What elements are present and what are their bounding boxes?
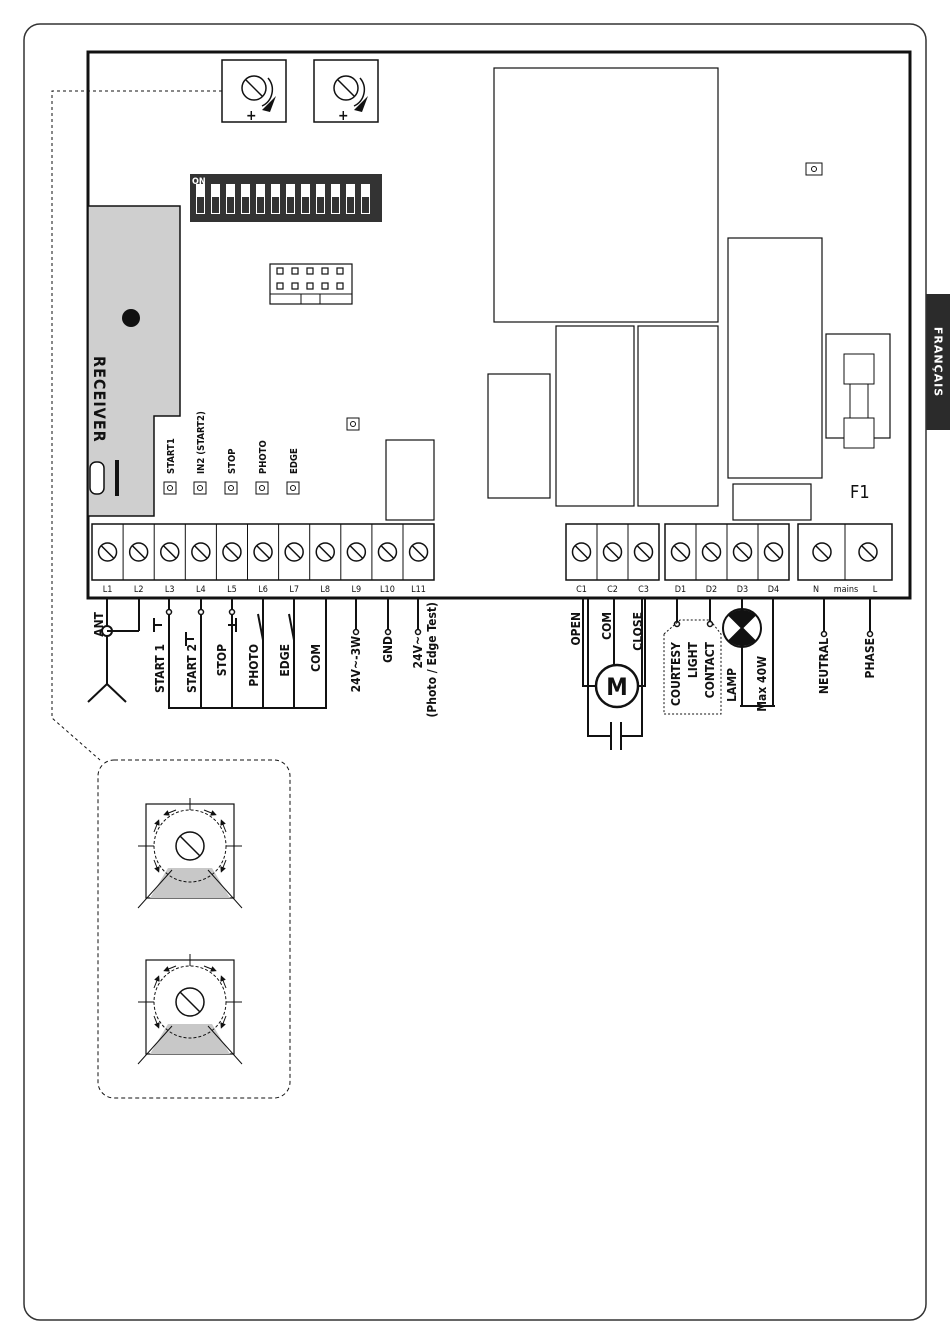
led-label: PHOTO [258,440,269,474]
header-pin [292,283,298,289]
label-max-40w: Max 40W [755,656,769,712]
terminal-id: L6 [258,585,268,595]
led-small-1 [347,418,359,430]
pot-detail-drawings [138,798,242,1064]
svg-text:+: + [246,108,257,124]
terminal-id: N [813,585,819,595]
terminal-id: C3 [638,585,649,595]
receiver-label: RECEIVER [90,356,109,443]
terminal-id: L7 [289,585,299,595]
terminal-id: L1 [103,585,113,595]
terminal-id: C2 [607,585,618,595]
header-pin [307,268,313,274]
terminal-id: L [873,585,878,595]
label-photo: PHOTO [247,644,261,687]
led-label: STOP [227,448,238,474]
label-com-motor: COM [600,612,614,640]
label-open: OPEN [569,612,583,646]
led-label: EDGE [289,448,300,474]
terminal-id: D2 [706,585,717,595]
terminal-id: D4 [768,585,779,595]
led-label: START1 [166,438,177,474]
label-gnd: GND [381,636,395,663]
terminal-id: L5 [227,585,237,595]
mains-wiring [824,598,870,632]
label-photo-edge-test: (Photo / Edge Test) [425,602,439,718]
header-pin [277,283,283,289]
label-edge: EDGE [278,644,292,677]
label-light: LIGHT [686,641,700,678]
terminal-id: L3 [165,585,175,595]
led-indicator [287,482,299,494]
led-indicator [225,482,237,494]
label-stop: STOP [215,644,229,676]
led-indicator [194,482,206,494]
fuse-label: F1 [850,482,870,503]
led-label: IN2 (START2) [196,411,207,474]
led-small-2 [806,163,822,175]
terminal-id: L4 [196,585,206,595]
header-pin [307,283,313,289]
label-lamp: LAMP [725,668,739,702]
header-pin [277,268,283,274]
terminal-id: C1 [576,585,587,595]
terminal-id: L11 [411,585,426,595]
label-start1: START 1 [153,644,167,693]
terminal-id: D3 [737,585,748,595]
header-pin [322,268,328,274]
led-indicator [256,482,268,494]
label-24v: 24V~-3W [349,636,363,692]
motor-symbol: M [596,665,638,707]
label-ant: ANT [92,611,106,636]
header-connector [270,264,352,304]
courtesy-wiring [677,598,710,622]
terminal-id: L2 [134,585,144,595]
svg-text:M: M [606,673,628,701]
pot-detail [138,798,242,908]
terminal-id: D1 [675,585,686,595]
header-pin [292,268,298,274]
header-pin [337,268,343,274]
label-phase: PHASE [863,638,877,678]
terminal-id: L9 [352,585,362,595]
trimmer-pot-1[interactable]: + [222,60,286,124]
header-pin [337,283,343,289]
header-pin [322,283,328,289]
led-indicator [164,482,176,494]
lamp-symbol [723,609,761,647]
svg-text:+: + [338,108,349,124]
pot-detail [138,954,242,1064]
label-24v-test: 24V~ [411,636,425,668]
label-contact: CONTACT [703,641,717,698]
terminal-id: L8 [320,585,330,595]
label-courtesy: COURTESY [669,642,683,706]
terminal-id: mains [834,585,858,595]
trimmer-pot-2[interactable]: + [314,60,378,124]
terminal-id: L10 [380,585,395,595]
dip-switch[interactable]: ON [190,174,382,222]
label-start2: START 2 [185,644,199,693]
label-neutral: NEUTRAL [817,638,831,694]
label-com-left: COM [309,644,323,672]
